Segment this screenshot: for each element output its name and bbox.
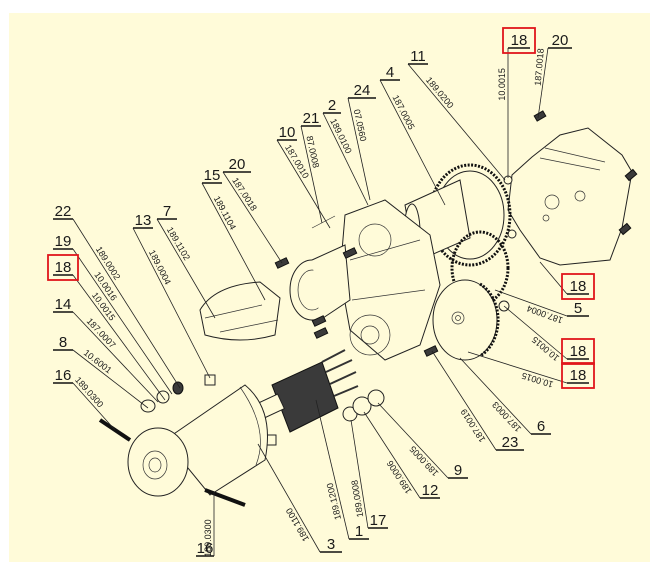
brush-cap: [140, 399, 156, 413]
callout-leader-line: [72, 311, 159, 403]
callout-number: 20: [229, 156, 246, 173]
callout-number: 7: [163, 203, 171, 220]
callout-leader-line: [467, 351, 568, 384]
callout-leader-line: [72, 382, 116, 431]
fan-ring: [352, 396, 372, 416]
callout-number: 14: [55, 296, 72, 313]
callout-leader-line: [156, 218, 216, 319]
end-cap: [127, 427, 189, 497]
callout-leader-line: [276, 139, 331, 229]
callout-number: 2: [328, 97, 336, 114]
highlight-box: [561, 273, 595, 300]
screw: [423, 345, 439, 357]
callout-number: 5: [574, 300, 582, 317]
callout-number: 20: [552, 32, 569, 49]
callout-number: 18: [511, 32, 528, 49]
brush-guard: [199, 281, 281, 341]
screw: [624, 168, 638, 182]
callout-number: 1: [355, 523, 363, 540]
callout-leader-line: [537, 47, 549, 119]
callout-leader-line: [350, 419, 369, 529]
ball-bearing: [367, 389, 385, 407]
armature: [256, 349, 359, 433]
highlight-box: [502, 27, 536, 54]
part-code: 187.0018: [533, 48, 546, 86]
motor-shell: [164, 384, 268, 496]
callout-number: 11: [410, 48, 426, 65]
callout-number: 10: [279, 124, 296, 141]
callout-number: 9: [454, 462, 462, 479]
screw: [342, 247, 358, 259]
callout-leader-line: [72, 274, 166, 401]
callout-number: 12: [422, 482, 439, 499]
drive-gear: [432, 279, 500, 361]
callout-leader-line: [257, 443, 321, 553]
brush-spring-right: [204, 488, 246, 507]
callout-number: 24: [354, 82, 371, 99]
callout-18: 18: [539, 261, 595, 300]
callout-number: 15: [204, 167, 221, 184]
callout-number: 19: [55, 233, 72, 250]
callout-leader-line: [201, 182, 266, 301]
callout-number: 18: [570, 367, 587, 384]
callout-number: 18: [570, 343, 587, 360]
screw: [618, 222, 632, 236]
callout-number: 23: [502, 434, 519, 451]
callout-number: 6: [537, 418, 545, 435]
callout-18: 18 10.0015: [497, 27, 536, 178]
callout-leader-line: [494, 289, 568, 317]
callout-leader-line: [503, 305, 568, 360]
callout-leader-line: [315, 399, 350, 540]
screw: [313, 327, 329, 339]
callout-number: 16: [197, 540, 214, 557]
callout-number: 17: [370, 512, 387, 529]
callout-leader-line: [300, 125, 323, 224]
callout-leader-line: [431, 350, 497, 451]
callout-leader-line: [347, 97, 371, 201]
callout-number: 8: [59, 334, 67, 351]
gearbox-cover-plate: [507, 127, 633, 266]
screw: [311, 315, 327, 327]
callout-leader-line: [72, 349, 149, 409]
callout-leader-line: [377, 402, 449, 479]
callout-leader-line: [72, 248, 173, 395]
callout-leader-line: [459, 357, 532, 435]
callout-number: 16: [55, 367, 72, 384]
highlight-box: [561, 338, 595, 365]
callout-number: 21: [303, 110, 320, 127]
callout-leader-line: [363, 411, 421, 499]
highlight-box: [561, 362, 595, 389]
callout-leader-line: [72, 218, 181, 389]
callout-number: 18: [55, 259, 72, 276]
clip: [204, 374, 216, 386]
bearing-housing: [289, 244, 351, 321]
part-code: 10.0015: [497, 68, 507, 101]
highlight-box: [47, 254, 79, 281]
callout-leader-line: [379, 79, 446, 206]
callout-number: 4: [386, 64, 394, 81]
callout-number: 13: [135, 212, 152, 229]
callout-number: 3: [327, 536, 335, 553]
brush-spring: [172, 381, 184, 395]
washer: [507, 229, 517, 239]
callout-leader-line: [407, 63, 506, 181]
callout-leader-line: [322, 112, 369, 206]
part-code: 189.0300: [203, 519, 213, 557]
parts-illustration: [98, 110, 638, 507]
callout-number: 18: [570, 278, 587, 295]
callout-leader-line: [132, 227, 211, 379]
callout-number: 22: [55, 203, 72, 220]
callout-leader-line: [222, 171, 283, 264]
callout-20: 20 187.0018: [533, 32, 572, 119]
pin: [311, 215, 336, 229]
